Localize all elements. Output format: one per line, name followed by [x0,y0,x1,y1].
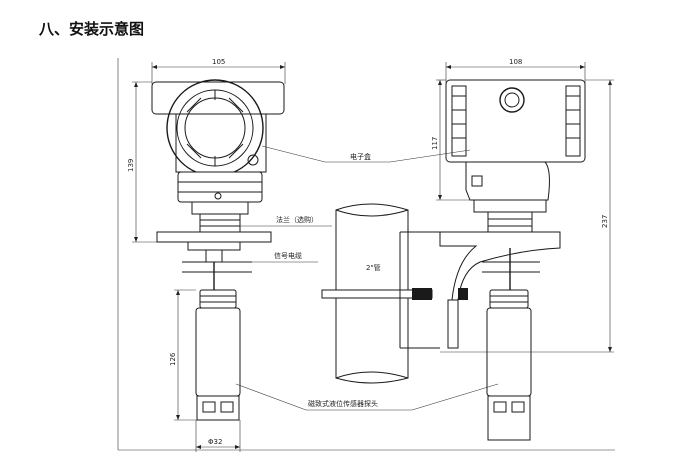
left-flange [156,231,272,243]
mounting-pipe: 2"管 [321,203,440,384]
clamp-nut [412,288,432,300]
section-heading: 八、安装示意图 [39,20,145,38]
callouts: 电子盒 法兰（选购） 信号电缆 磁致式液位传感器探头 [216,145,499,411]
dim-probe-length: 126 [169,352,177,366]
mounting-bracket [439,231,561,301]
left-probe-body [195,307,241,397]
dim-probe-diameter: Φ32 [208,438,222,446]
right-ground-screw [471,175,483,187]
pipe-label: 2"管 [366,263,381,272]
right-housing [445,79,586,163]
leader-probe-right [411,383,499,411]
left-probe-tip [196,395,240,421]
label-signal-cable: 信号电缆 [274,251,302,260]
leader-probe-left [235,383,307,411]
dim-left-height: 139 [127,159,135,172]
right-probe-nut [489,289,529,309]
dim-right-height: 237 [601,215,609,228]
dim-right-width: 108 [509,58,522,66]
left-probe-nut [199,289,237,309]
right-transmitter-unit: 108 [431,58,614,441]
dim-left-width: 105 [212,58,225,66]
label-probe: 磁致式液位传感器探头 [308,399,378,408]
right-probe-tip [487,395,531,441]
left-neck [199,213,241,233]
label-flange: 法兰（选购） [276,215,318,224]
right-neck [487,211,533,233]
label-electronic-box: 电子盒 [350,152,371,161]
left-transmitter-unit: 105 [127,58,286,452]
dim-right-small-height: 117 [431,137,439,150]
leader-electronic-box-right [389,149,471,163]
leader-electronic-box-left [261,145,390,163]
